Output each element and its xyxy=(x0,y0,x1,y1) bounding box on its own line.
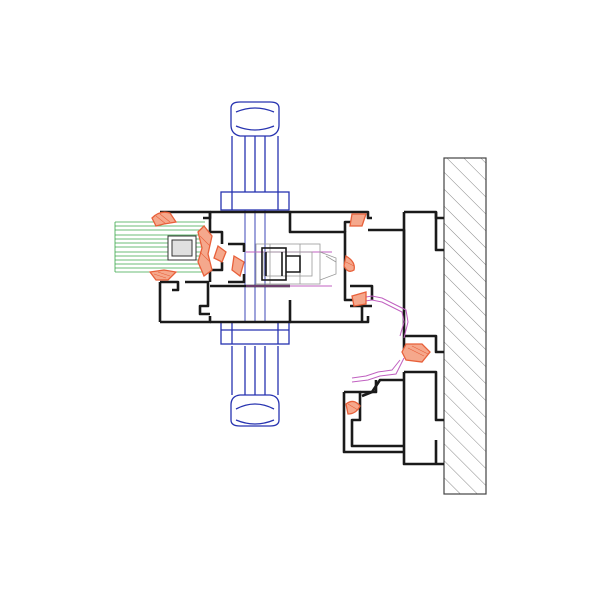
glass-bottom-gasket xyxy=(148,269,178,281)
gaskets xyxy=(148,211,431,415)
sash-gasket-lower xyxy=(231,254,245,278)
sash-profile xyxy=(158,210,300,324)
subsill-profile xyxy=(342,380,404,454)
handle xyxy=(220,101,290,427)
handle-spindle xyxy=(244,210,266,322)
sash-gasket-upper xyxy=(213,244,227,263)
frame-bottom-gasket xyxy=(351,291,367,307)
handle-bottom-knob xyxy=(230,394,280,427)
gasket-hatching xyxy=(153,213,429,411)
glass-spacer xyxy=(167,235,197,261)
wall-section xyxy=(443,157,487,495)
frame-top-gasket xyxy=(349,213,367,227)
glazing-wedge-gasket xyxy=(197,225,213,278)
hardware-mechanism xyxy=(255,243,337,285)
handle-top-knob xyxy=(230,101,280,137)
subsill-gasket xyxy=(345,400,361,415)
hardware-lock-block xyxy=(261,247,301,281)
glass-top-gasket xyxy=(151,211,178,227)
wall-adapter-profile xyxy=(361,210,444,466)
handle-shaft xyxy=(231,136,279,395)
